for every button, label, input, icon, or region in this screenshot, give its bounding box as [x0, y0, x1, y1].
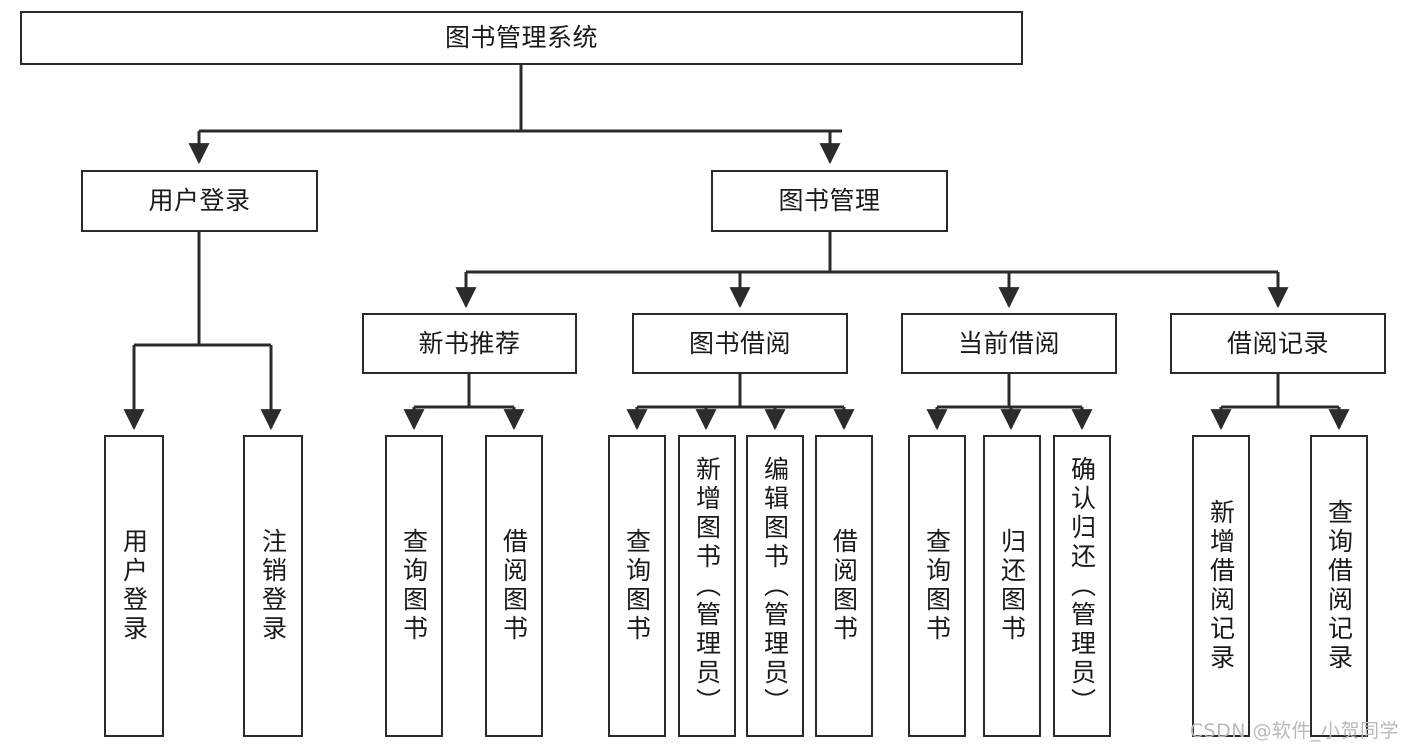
node-label: 借阅图书 [499, 528, 529, 644]
node-label: 借阅图书 [829, 528, 859, 644]
node-label: 归还图书 [997, 528, 1027, 644]
node-leaf-user-logout[interactable]: 注销登录 [243, 435, 303, 737]
node-leaf-user-login[interactable]: 用户登录 [104, 435, 164, 737]
node-label: 查询借阅记录 [1324, 499, 1354, 673]
node-label: 新增借阅记录 [1206, 499, 1236, 673]
node-label: 新增图书（管理员） [692, 455, 722, 717]
node-label: 注销登录 [258, 528, 288, 644]
node-label: 查询图书 [622, 528, 652, 644]
node-leaf-query-book-3[interactable]: 查询图书 [908, 435, 966, 737]
node-leaf-confirm-return[interactable]: 确认归还（管理员） [1053, 435, 1111, 737]
node-leaf-edit-book[interactable]: 编辑图书（管理员） [746, 435, 804, 737]
node-label: 编辑图书（管理员） [760, 455, 790, 717]
watermark-text: CSDN @软件_小贺同学 [1189, 720, 1399, 742]
node-label: 借阅记录 [1226, 328, 1329, 358]
node-leaf-query-book-1[interactable]: 查询图书 [385, 435, 443, 737]
node-label: 图书管理 [778, 186, 881, 216]
node-label: 用户登录 [148, 186, 251, 216]
node-label: 用户登录 [119, 528, 149, 644]
node-leaf-query-book-2[interactable]: 查询图书 [608, 435, 666, 737]
node-label: 确认归还（管理员） [1067, 455, 1097, 717]
node-user-login[interactable]: 用户登录 [81, 170, 318, 232]
node-current-borrow[interactable]: 当前借阅 [901, 313, 1117, 374]
node-book-manage[interactable]: 图书管理 [711, 170, 948, 232]
node-leaf-add-record[interactable]: 新增借阅记录 [1192, 435, 1250, 737]
node-leaf-add-book[interactable]: 新增图书（管理员） [678, 435, 736, 737]
node-label: 查询图书 [399, 528, 429, 644]
node-label: 新书推荐 [418, 328, 521, 358]
node-label: 图书借阅 [688, 328, 791, 358]
node-new-book-recommend[interactable]: 新书推荐 [362, 313, 577, 374]
node-label: 当前借阅 [957, 328, 1060, 358]
node-root-system[interactable]: 图书管理系统 [20, 11, 1023, 65]
node-leaf-borrow-book-2[interactable]: 借阅图书 [815, 435, 873, 737]
node-leaf-borrow-book-1[interactable]: 借阅图书 [485, 435, 543, 737]
node-borrow-record[interactable]: 借阅记录 [1170, 313, 1386, 374]
node-leaf-return-book[interactable]: 归还图书 [983, 435, 1041, 737]
node-label: 图书管理系统 [444, 23, 598, 53]
node-leaf-query-record[interactable]: 查询借阅记录 [1310, 435, 1368, 737]
node-label: 查询图书 [922, 528, 952, 644]
node-book-borrow[interactable]: 图书借阅 [632, 313, 848, 374]
